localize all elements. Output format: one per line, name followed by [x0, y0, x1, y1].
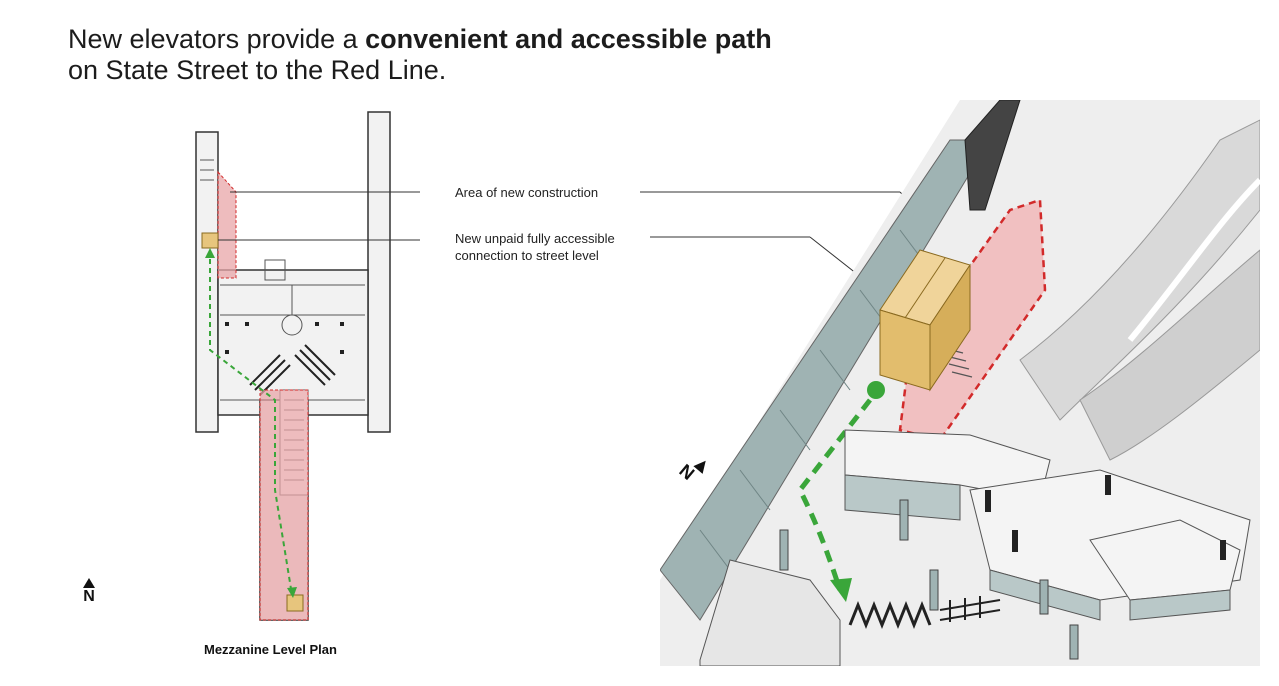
iso-north-arrow-icon: [693, 460, 706, 474]
callout-accessible-connection: New unpaid fully accessible connection t…: [455, 230, 615, 264]
plan-accessible-path: [209, 250, 293, 596]
plan-north-arrow: N: [82, 578, 96, 605]
north-arrow-icon: [83, 578, 95, 588]
iso-lower-left-room: [699, 559, 841, 666]
plan-new-construction-areas: [217, 170, 309, 621]
headline-line-1: New elevators provide a convenient and a…: [68, 24, 772, 55]
headline-text-1: New elevators provide a: [68, 24, 366, 54]
plan-caption: Mezzanine Level Plan: [204, 642, 337, 657]
iso-fare-gates: [939, 596, 1001, 622]
page-headline: New elevators provide a convenient and a…: [68, 24, 772, 86]
isometric-station-rendering: [660, 100, 1260, 666]
mezzanine-plan-drawing: [195, 111, 420, 621]
plan-callout-leaders: [218, 191, 420, 241]
iso-doors: [985, 475, 1226, 560]
iso-path-start-dot: [867, 381, 885, 399]
plan-north-label: N: [83, 588, 95, 605]
iso-elevator-block: [879, 249, 971, 392]
iso-lower-room-walls: [844, 474, 1231, 621]
iso-tunnel-vaults: [1019, 119, 1260, 461]
callout-new-construction: Area of new construction: [455, 185, 599, 200]
iso-turnstile-gates: [848, 600, 932, 630]
plan-columns: [225, 322, 344, 354]
headline-bold-text: convenient and accessible path: [365, 24, 772, 54]
plan-path-arrowhead-up: [205, 248, 215, 258]
iso-path-arrowhead: [830, 578, 852, 602]
iso-escalator: [964, 100, 1021, 211]
callout-accessible-line-1: New unpaid fully accessible: [455, 231, 615, 246]
headline-line-2: on State Street to the Red Line.: [68, 55, 447, 85]
iso-pillars: [779, 499, 1079, 660]
callout-accessible-line-2: connection to street level: [455, 248, 599, 263]
iso-accessible-path: [797, 398, 872, 591]
plan-path-arrowhead-down: [287, 587, 297, 598]
